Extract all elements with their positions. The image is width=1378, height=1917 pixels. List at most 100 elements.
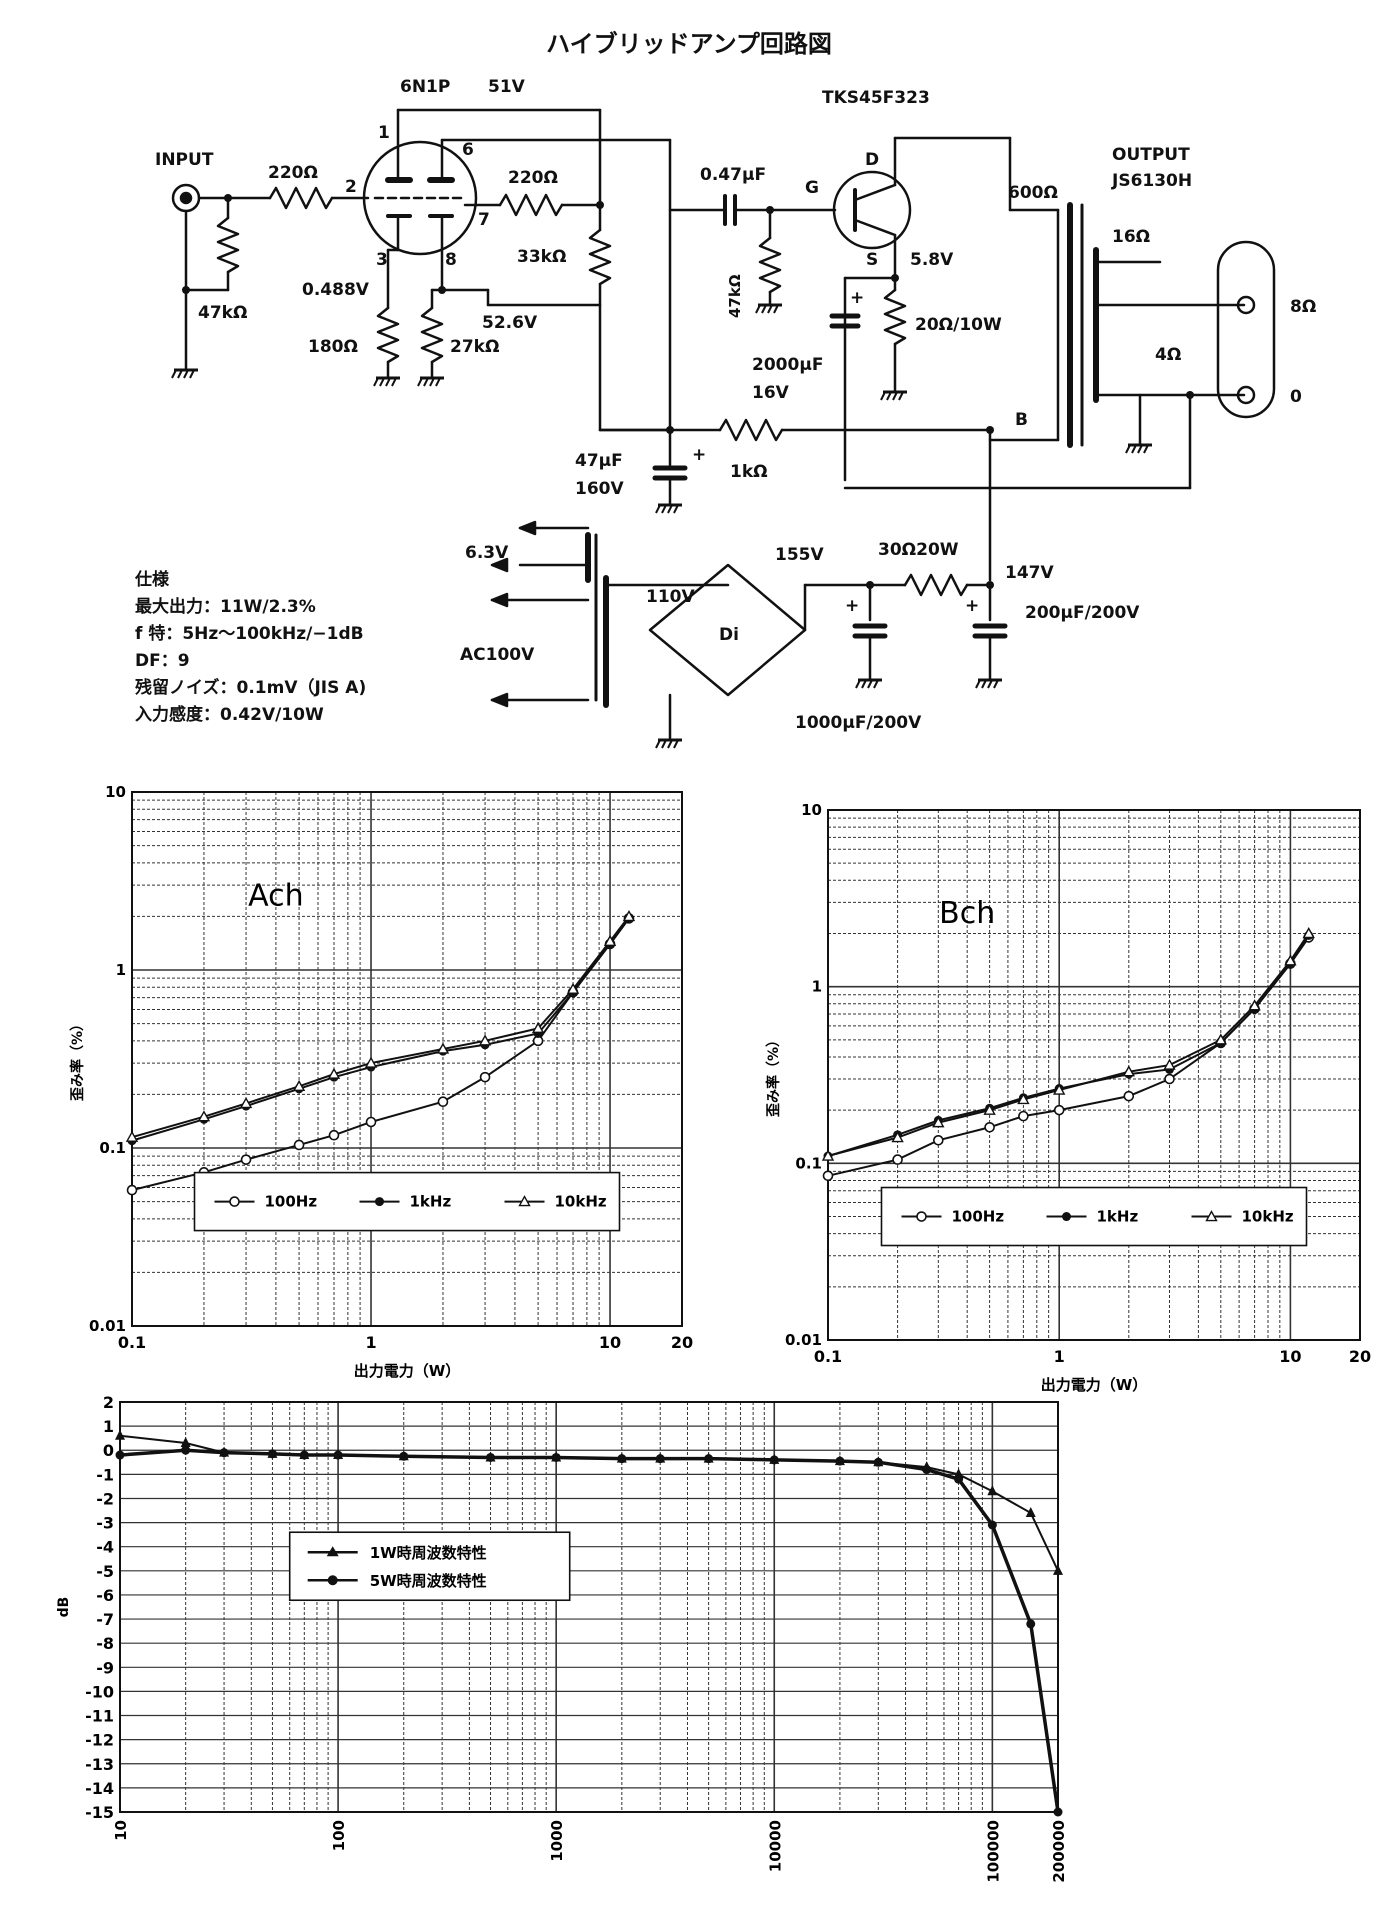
label-4-ohm: 4Ω <box>1155 345 1181 365</box>
resistor-33k <box>588 228 612 286</box>
data-point <box>655 1454 665 1464</box>
x-axis-label: 出力電力（W） <box>1041 1376 1148 1394</box>
label-c-47u: 47μF <box>575 451 623 471</box>
tube-6n1p <box>362 140 478 256</box>
label-155v: 155V <box>775 545 824 565</box>
circuit-schematic: ハイブリッドアンプ回路図 INPUT 6N1P 51V TKS45F323 OU… <box>155 30 1316 749</box>
data-point <box>125 1130 139 1142</box>
data-point <box>704 1454 714 1464</box>
data-point <box>603 934 617 946</box>
label-0-terminal: 0 <box>1290 387 1302 407</box>
frequency-response-chart: 210-1-2-3-4-5-6-7-8-9-10-11-12-13-14-151… <box>56 1393 1068 1883</box>
channel-label: Bch <box>939 896 995 931</box>
x-tick-label: 100000 <box>984 1820 1002 1883</box>
data-point <box>293 1139 305 1151</box>
y-tick-label: -5 <box>96 1562 114 1581</box>
y-axis-label: 歪み率（%） <box>765 1033 782 1117</box>
data-point <box>984 1121 995 1133</box>
channel-label: Ach <box>248 879 304 914</box>
data-point <box>365 1116 377 1128</box>
label-c-2000: 2000μF <box>752 355 823 375</box>
spec-line: 最大出力：11W/2.3% <box>135 597 316 617</box>
data-point <box>486 1452 496 1462</box>
label-pin1: 1 <box>378 123 390 143</box>
label-source: S <box>866 250 878 270</box>
data-point <box>197 1110 211 1122</box>
label-gate: G <box>805 178 819 198</box>
label-b-node: B <box>1015 410 1028 430</box>
data-point <box>180 1437 191 1447</box>
label-r-grid: 47kΩ <box>198 303 247 323</box>
svg-text:+: + <box>965 596 979 616</box>
x-tick-label: 10000 <box>766 1820 784 1872</box>
label-output-transformer: JS6130H <box>1111 171 1192 191</box>
x-tick-label: 1 <box>1054 1347 1065 1366</box>
label-6-3v: 6.3V <box>465 543 509 563</box>
series-line-100Hz <box>131 917 630 1192</box>
data-point <box>531 1021 545 1034</box>
series-line-5W時周波数特性 <box>119 1448 1060 1813</box>
resistor-grid-47k <box>216 216 240 274</box>
data-point <box>327 1067 341 1079</box>
label-c-047: 0.47μF <box>700 165 766 185</box>
data-point <box>478 1034 492 1046</box>
y-tick-label: 0.01 <box>785 1331 822 1349</box>
resistor-1k <box>718 418 784 442</box>
y-tick-label: -6 <box>96 1586 114 1605</box>
x-tick-label: 100 <box>330 1820 348 1851</box>
y-tick-label: 1 <box>103 1417 114 1436</box>
resistor-source-20 <box>883 288 907 346</box>
data-point <box>229 1196 240 1207</box>
label-c-200: 200μF/200V <box>1025 603 1140 623</box>
label-bridge: Di <box>719 625 739 645</box>
label-147v: 147V <box>1005 563 1054 583</box>
data-point <box>954 1474 964 1484</box>
data-point <box>617 1454 627 1464</box>
data-point <box>115 1450 125 1460</box>
x-tick-label: 0.1 <box>814 1347 842 1366</box>
data-point <box>292 1079 306 1092</box>
data-point <box>375 1197 384 1207</box>
y-tick-label: 1 <box>116 961 126 979</box>
data-point <box>1248 999 1261 1011</box>
x-tick-label: 10 <box>1279 1347 1301 1366</box>
data-point <box>1053 1564 1063 1575</box>
legend-label: 1W時周波数特性 <box>370 1544 487 1562</box>
data-point <box>1284 954 1297 966</box>
plot-frame <box>827 809 1361 1341</box>
label-r-input: 220Ω <box>268 163 318 183</box>
data-point <box>399 1451 409 1461</box>
label-16-ohm: 16Ω <box>1112 227 1150 247</box>
spec-line: 残留ノイズ：0.1mV（JIS A) <box>135 678 367 698</box>
data-point <box>1302 927 1315 939</box>
label-fet: TKS45F323 <box>822 88 930 108</box>
resistor-gate-47k <box>758 236 782 294</box>
label-drain: D <box>865 150 879 170</box>
label-c-1000: 1000μF/200V <box>795 713 922 733</box>
legend-marker <box>326 1546 339 1557</box>
label-pin8: 8 <box>445 250 457 270</box>
label-r-180: 180Ω <box>308 337 358 357</box>
y-tick-label: -4 <box>96 1538 114 1557</box>
y-tick-label: 10 <box>801 801 822 819</box>
label-tube: 6N1P <box>400 77 450 97</box>
data-point <box>769 1455 779 1465</box>
data-point <box>479 1071 491 1083</box>
series-line-1kHz <box>827 934 1310 1157</box>
data-point <box>126 1184 138 1196</box>
label-pin2: 2 <box>345 177 357 197</box>
data-point <box>240 1154 252 1165</box>
legend-label: 10kHz <box>555 1193 607 1211</box>
resistor-180 <box>376 306 400 364</box>
label-r-20: 20Ω/10W <box>915 315 1002 335</box>
label-r-30: 30Ω20W <box>878 540 959 560</box>
y-tick-label: 0.1 <box>99 1139 126 1157</box>
speaker-terminal-block <box>1216 240 1276 419</box>
legend-marker <box>327 1575 338 1586</box>
data-point <box>983 1103 996 1115</box>
spec-line: f 特：5Hz〜100kHz/−1dB <box>135 624 364 644</box>
y-axis-label: dB <box>56 1597 72 1618</box>
